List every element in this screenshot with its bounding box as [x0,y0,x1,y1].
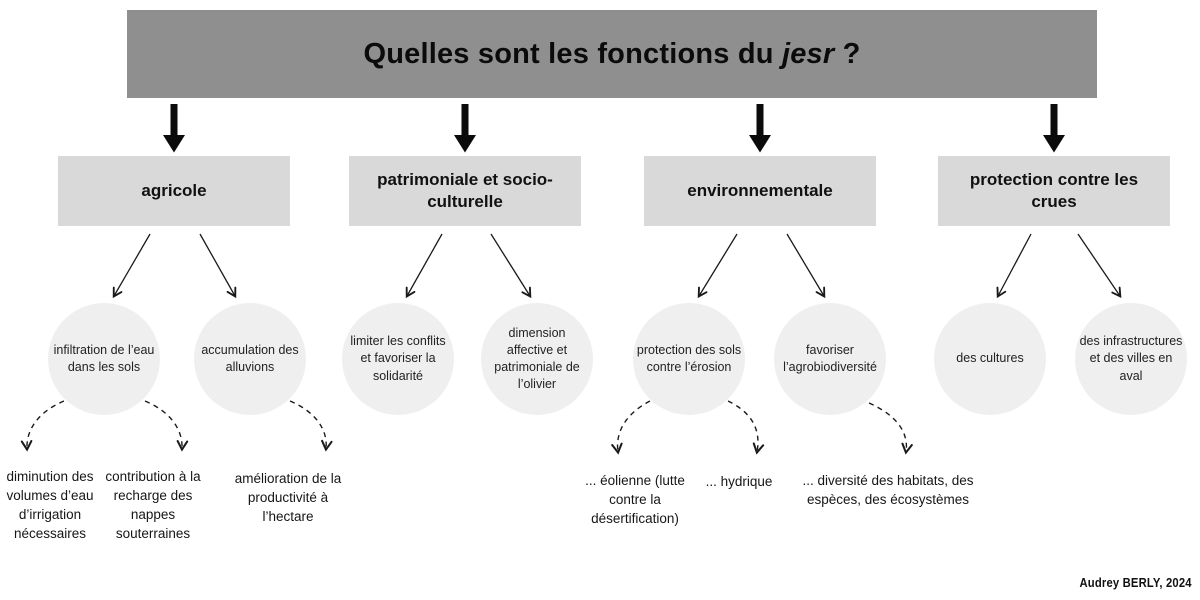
category-box-patrimoniale: patrimoniale et socio-culturelle [349,156,581,226]
thick-arrow-1 [163,104,185,153]
circle-label: protection des sols contre l’érosion [636,342,742,374]
circle-conflits: limiter les conflits et favoriser la sol… [342,303,454,415]
arrow-agricole-right [199,233,237,299]
thick-arrow-group [163,104,1065,153]
circle-infrastructures: des infrastructures et des villes en ava… [1075,303,1187,415]
title-banner: Quelles sont les fonctions du jesr ? [127,10,1097,98]
circle-label: infiltration de l’eau dans les sols [53,342,155,374]
title-suffix: ? [834,37,861,70]
circle-label: des cultures [956,351,1024,366]
category-box-environnementale: environnementale [644,156,876,226]
category-label: patrimoniale et socio-culturelle [377,169,553,211]
category-box-crues: protection contre les crues [938,156,1170,226]
thick-arrow-2 [454,104,476,153]
page-title: Quelles sont les fonctions du jesr ? [363,38,860,71]
dashed-arrow-agrobiodiversite [868,402,913,455]
dashed-arrow-group [20,400,913,455]
dashed-arrow-erosion-right [727,400,765,455]
dashed-arrow-infiltration-left [20,400,65,452]
category-label: protection contre les crues [969,169,1139,211]
title-prefix: Quelles sont les fonctions du [363,37,782,70]
arrow-patrimoniale-right [490,233,532,299]
dashed-arrow-erosion-left [611,400,651,455]
dashed-arrow-infiltration-right [144,400,189,452]
circle-label: favoriser l’agrobiodiversité [783,342,877,374]
credit-caption: Audrey BERLY, 2024 [1079,576,1192,590]
circle-erosion: protection des sols contre l’érosion [633,303,745,415]
title-emphasis: jesr [781,37,835,70]
dashed-arrow-alluvions [289,400,333,452]
circle-alluvions: accumulation des alluvions [194,303,306,415]
circle-olivier: dimension affective et patrimoniale de l… [481,303,593,415]
circle-label: accumulation des alluvions [201,342,299,374]
thin-arrow-group [112,233,1122,299]
category-label: environnementale [687,180,833,200]
category-box-agricole: agricole [58,156,290,226]
arrow-agricole-left [112,233,151,299]
arrow-environnementale-right [786,233,826,299]
arrow-patrimoniale-left [405,233,443,299]
arrow-environnementale-left [697,233,738,299]
arrow-crues-right [1077,233,1122,299]
outcome-irrigation: diminution des volumes d’eau d’irrigatio… [6,469,94,542]
thick-arrow-3 [749,104,771,153]
circle-label: des infrastructures et des villes en ava… [1079,334,1183,383]
outcome-diversite: ... diversité des habitats, des espèces,… [802,473,974,508]
circle-cultures: des cultures [934,303,1046,415]
circle-label: limiter les conflits et favoriser la sol… [350,334,446,383]
arrow-crues-left [996,233,1032,299]
circle-infiltration: infiltration de l’eau dans les sols [48,303,160,415]
circle-label: dimension affective et patrimoniale de l… [494,325,580,392]
circle-agrobiodiversite: favoriser l’agrobiodiversité [774,303,886,415]
outcome-hydrique: ... hydrique [705,474,773,489]
outcome-nappes: contribution à la recharge des nappes so… [105,469,201,542]
thick-arrow-4 [1043,104,1065,153]
outcome-productivite: amélioration de la productivité à l’hect… [234,471,342,525]
category-label: agricole [141,180,207,200]
outcome-eolienne: ... éolienne (lutte contre la désertific… [585,473,685,527]
